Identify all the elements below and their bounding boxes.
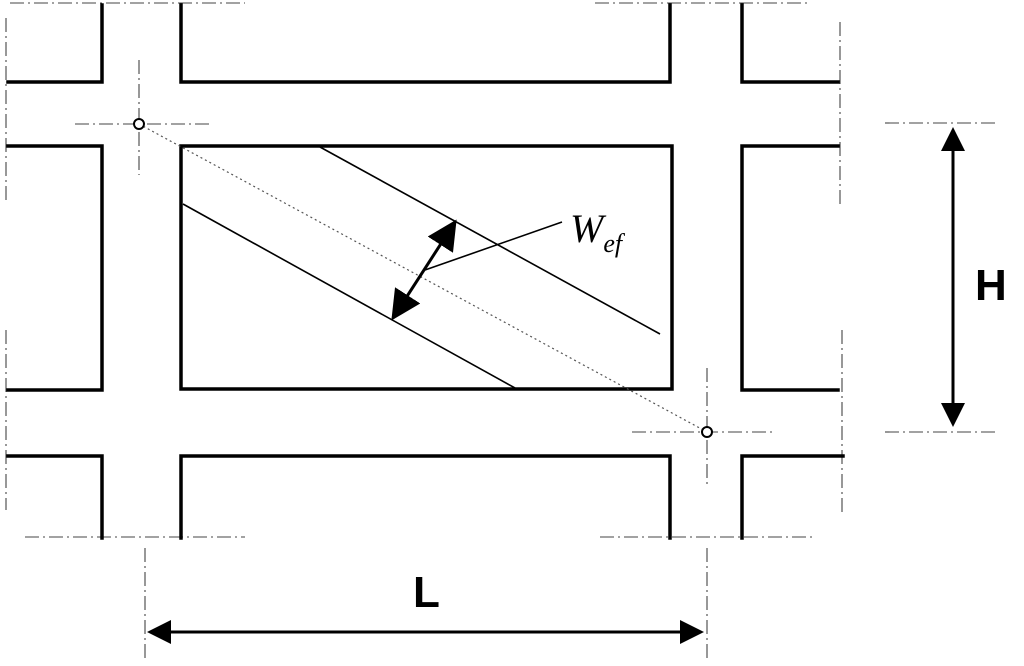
height-label: H — [975, 261, 1007, 310]
hinge-node-icon — [133, 118, 145, 130]
strut-centerline — [138, 123, 708, 433]
diagonal-strut — [138, 123, 708, 433]
frame-bottom-right — [740, 454, 845, 540]
frame-bottom-left — [6, 454, 104, 540]
wef-dimension: Wef — [391, 206, 626, 321]
wef-leader-line — [424, 221, 563, 271]
hinge-node-icon — [701, 426, 713, 438]
frame-top-middle — [179, 3, 672, 84]
centerline-axes — [5, 2, 995, 660]
infill-panel — [179, 144, 674, 391]
height-dimension: H — [941, 127, 1007, 427]
frame-bottom-middle — [179, 454, 672, 540]
wef-label: Wef — [570, 206, 626, 258]
double-arrow-icon — [391, 219, 457, 321]
frame-mid-right — [740, 144, 840, 392]
strut-edge-lower — [182, 203, 516, 389]
frame-top-left — [6, 3, 104, 84]
strut-edge-upper — [319, 146, 661, 335]
length-dimension: L — [147, 568, 704, 644]
frame-top-right — [740, 3, 840, 84]
length-label: L — [413, 568, 440, 617]
frame-members — [6, 3, 845, 540]
frame-mid-left — [6, 144, 104, 392]
